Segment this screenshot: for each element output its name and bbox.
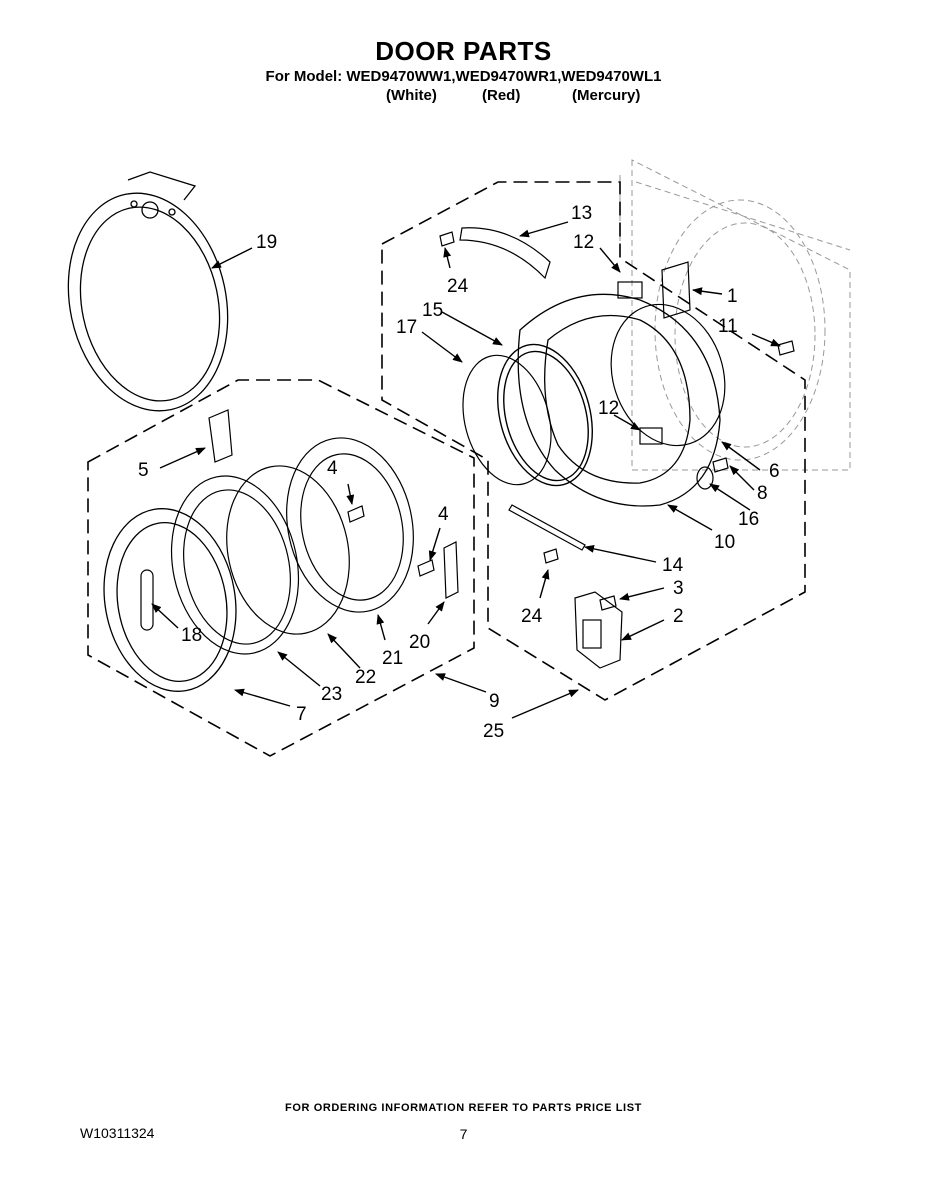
callout-5: 5 bbox=[138, 460, 149, 481]
callout-24b: 24 bbox=[521, 606, 543, 627]
callout-18: 18 bbox=[181, 625, 202, 646]
part-14-strip bbox=[508, 504, 586, 551]
document-number: W10311324 bbox=[80, 1125, 155, 1141]
callout-17: 17 bbox=[396, 317, 417, 338]
part-2-door-lock bbox=[574, 591, 623, 669]
callout-16: 16 bbox=[738, 509, 759, 530]
callout-24a: 24 bbox=[447, 276, 469, 297]
part-1-hinge-plate bbox=[661, 261, 691, 319]
part-17-door-glass bbox=[462, 354, 552, 486]
callout-14: 14 bbox=[662, 555, 684, 576]
callout-4a: 4 bbox=[327, 458, 338, 479]
page-number: 7 bbox=[459, 1126, 468, 1142]
part-21-inner-door-ring bbox=[286, 437, 414, 613]
part-6-gasket bbox=[610, 303, 726, 447]
part-5-hinge-cover bbox=[208, 409, 233, 463]
callout-25: 25 bbox=[483, 721, 504, 742]
callout-12b: 12 bbox=[598, 398, 619, 419]
part-18-window bbox=[140, 569, 154, 631]
part-19-outer-trim-ring bbox=[67, 171, 229, 412]
callout-12a: 12 bbox=[573, 232, 594, 253]
part-12-latch-blocks bbox=[617, 281, 663, 445]
part-16-washer bbox=[696, 466, 714, 490]
model-line: For Model: WED9470WW1,WED9470WR1,WED9470… bbox=[265, 68, 662, 85]
callout-21: 21 bbox=[382, 648, 403, 669]
callout-4b: 4 bbox=[438, 504, 449, 525]
part-7-outer-door-panel bbox=[103, 508, 237, 692]
callout-23: 23 bbox=[321, 684, 342, 705]
ordering-note: FOR ORDERING INFORMATION REFER TO PARTS … bbox=[285, 1102, 642, 1114]
callout-labels: 1 2 3 4 4 5 6 7 8 9 10 11 12 12 13 14 15… bbox=[138, 203, 780, 742]
callout-1: 1 bbox=[727, 286, 738, 307]
part-13-hinge-bar bbox=[459, 227, 551, 280]
callout-13: 13 bbox=[571, 203, 592, 224]
callout-22: 22 bbox=[355, 667, 376, 688]
assembly-box-door bbox=[87, 379, 475, 757]
callout-2: 2 bbox=[673, 606, 684, 627]
part-23-door-frame bbox=[170, 475, 300, 655]
color-mercury-label: (Mercury) bbox=[572, 87, 641, 104]
callout-3: 3 bbox=[673, 578, 684, 599]
part-22-door-glass-ring bbox=[226, 465, 350, 635]
screws-right bbox=[439, 231, 795, 611]
assembly-box-inner-door bbox=[381, 181, 806, 701]
callout-19: 19 bbox=[256, 232, 277, 253]
callout-15: 15 bbox=[422, 300, 443, 321]
part-20-strike bbox=[443, 541, 459, 599]
page-title: DOOR PARTS bbox=[375, 36, 552, 66]
callout-8: 8 bbox=[757, 483, 768, 504]
callout-7: 7 bbox=[296, 704, 307, 725]
callout-6: 6 bbox=[769, 461, 780, 482]
callout-20: 20 bbox=[409, 632, 430, 653]
part-15-gasket-ring bbox=[497, 343, 593, 487]
leader-arrows bbox=[151, 221, 781, 719]
color-white-label: (White) bbox=[386, 87, 437, 104]
callout-9: 9 bbox=[489, 691, 500, 712]
cabinet-outline bbox=[619, 159, 851, 471]
callout-11: 11 bbox=[718, 316, 738, 337]
callout-10: 10 bbox=[714, 532, 735, 553]
color-red-label: (Red) bbox=[482, 87, 521, 104]
part-4-screws bbox=[347, 505, 435, 577]
